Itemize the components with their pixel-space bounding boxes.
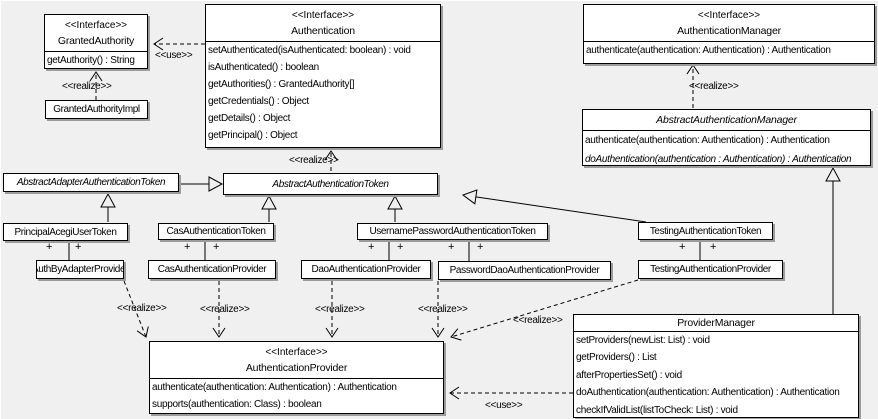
- realize-testingprovider-provider: [450, 279, 639, 341]
- class-name: CasAuthenticationProvider: [157, 264, 267, 275]
- stereotype-label: <<Interface>>: [64, 20, 128, 31]
- class-auth-by-adapter-provider: AuthByAdapterProvider: [36, 260, 124, 279]
- class-cas-authentication-token: CasAuthenticationToken: [158, 223, 274, 240]
- method-label: checkIfValidList(listToCheck: List) : vo…: [576, 404, 738, 416]
- method-label: afterPropertiesSet() : void: [576, 369, 682, 381]
- class-name: AuthByAdapterProvider: [36, 264, 124, 275]
- method-label: authenticate(authentication: Authenticat…: [152, 382, 397, 393]
- realize-authbyadapter-provider: [123, 280, 149, 338]
- class-abstract-adapter-authentication-token: AbstractAdapterAuthenticationToken: [3, 173, 179, 192]
- class-name: Authentication: [291, 25, 355, 37]
- class-granted-authority-impl: GrantedAuthorityImpl: [45, 100, 148, 119]
- class-abstract-authentication-manager: AbstractAuthenticationManager authentica…: [582, 109, 871, 166]
- class-name: TestingAuthenticationProvider: [650, 264, 771, 275]
- use-label: <<use>>: [485, 400, 523, 411]
- class-name: CasAuthenticationToken: [166, 226, 266, 237]
- method-label: setAuthenticated(isAuthenticated: boolea…: [208, 45, 411, 56]
- realize-label: <<realize>>: [418, 304, 468, 315]
- class-provider-manager: ProviderManager setProviders(newList: Li…: [573, 314, 859, 418]
- plus-marker: +: [397, 241, 404, 253]
- method-label: getAuthorities() : GrantedAuthority[]: [208, 79, 355, 90]
- realize-label: <<realize>>: [117, 303, 167, 314]
- class-name: ProviderManager: [677, 317, 755, 329]
- plus-marker: +: [477, 241, 484, 253]
- method-label: getPrincipal() : Object: [208, 130, 298, 141]
- stereotype-label: <<Interface>>: [291, 10, 355, 21]
- class-authentication-manager: <<Interface>> AuthenticationManager auth…: [583, 4, 875, 64]
- method-label: isAuthenticated() : boolean: [208, 62, 319, 73]
- plus-marker: +: [46, 241, 53, 253]
- class-cas-authentication-provider: CasAuthenticationProvider: [148, 260, 276, 279]
- class-name: GrantedAuthorityImpl: [53, 104, 140, 115]
- class-password-dao-authentication-provider: PasswordDaoAuthenticationProvider: [438, 261, 611, 280]
- method-label: setProviders(newList: List) : void: [576, 335, 710, 346]
- plus-marker: +: [710, 241, 717, 253]
- class-dao-authentication-provider: DaoAuthenticationProvider: [301, 260, 431, 279]
- stereotype-label: <<Interface>>: [265, 347, 328, 358]
- plus-marker: +: [448, 241, 455, 253]
- use-label: <<use>>: [155, 50, 193, 61]
- realize-label: <<realize>>: [513, 315, 563, 326]
- method-label: authenticate(authentication: Authenticat…: [586, 45, 831, 56]
- plus-marker: +: [368, 241, 375, 253]
- class-principal-acegi-user-token: PrincipalAcegiUserToken: [3, 223, 128, 241]
- class-name: AbstractAuthenticationToken: [272, 178, 389, 190]
- method-label: authenticate(authentication: Authenticat…: [585, 135, 830, 146]
- method-label: supports(authentication: Class) : boolea…: [152, 399, 322, 410]
- realize-label: <<realize>>: [62, 81, 112, 92]
- method-label: getDetails() : Object: [208, 113, 291, 124]
- stereotype-label: <<Interface>>: [697, 10, 761, 21]
- class-testing-authentication-token: TestingAuthenticationToken: [638, 222, 773, 240]
- realize-label: <<realize>>: [289, 155, 339, 166]
- plus-marker: +: [75, 241, 82, 253]
- plus-marker: +: [184, 241, 191, 253]
- class-name: AuthenticationProvider: [245, 362, 348, 374]
- class-name: PasswordDaoAuthenticationProvider: [449, 265, 600, 276]
- class-name: AuthenticationManager: [677, 25, 781, 37]
- class-name: AbstractAdapterAuthenticationToken: [16, 177, 166, 188]
- realize-label: <<realize>>: [689, 81, 739, 92]
- method-label: getCredentials() : Object: [208, 96, 309, 107]
- class-granted-authority: <<Interface>> GrantedAuthority getAuthor…: [44, 14, 148, 69]
- realize-label: <<realize>>: [315, 304, 365, 315]
- class-name: TestingAuthenticationToken: [649, 225, 762, 237]
- class-name: UsernamePasswordAuthenticationToken: [369, 226, 536, 237]
- class-abstract-authentication-token: AbstractAuthenticationToken: [223, 173, 438, 195]
- class-testing-authentication-provider: TestingAuthenticationProvider: [638, 260, 783, 279]
- method-label: doAuthentication(authentication : Authen…: [585, 154, 852, 165]
- plus-marker: +: [213, 241, 220, 253]
- class-name: PrincipalAcegiUserToken: [14, 226, 117, 238]
- method-label: doAuthentication(authentication: Authent…: [576, 387, 840, 399]
- class-authentication-provider: <<Interface>> AuthenticationProvider aut…: [149, 341, 444, 414]
- plus-marker: +: [679, 241, 686, 253]
- class-name: DaoAuthenticationProvider: [311, 264, 421, 275]
- class-name: GrantedAuthority: [57, 35, 135, 47]
- gen-testingtoken-to-abstracttoken: [461, 189, 647, 223]
- method-label: getAuthority() : String: [47, 55, 135, 66]
- class-authentication: <<Interface>> Authentication setAuthenti…: [205, 4, 441, 148]
- class-name: AbstractAuthenticationManager: [656, 114, 797, 126]
- method-label: getProviders() : List: [576, 352, 657, 364]
- class-username-password-authentication-token: UsernamePasswordAuthenticationToken: [357, 223, 548, 240]
- realize-label: <<realize>>: [200, 304, 250, 315]
